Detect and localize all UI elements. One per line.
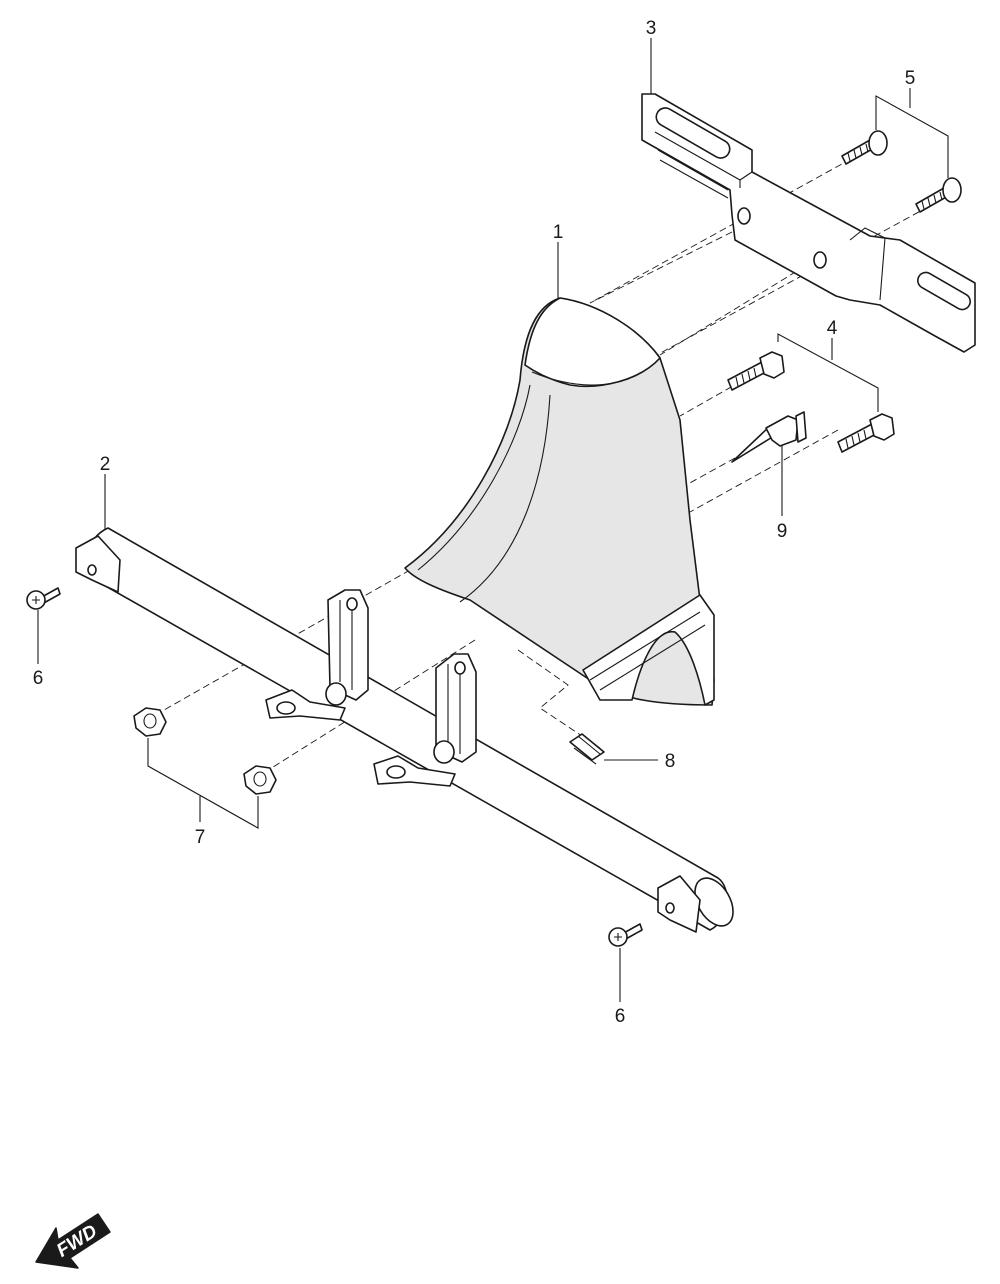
tube-bracket-left bbox=[265, 589, 369, 721]
callout-3: 3 bbox=[646, 18, 657, 39]
callout-9: 9 bbox=[777, 521, 788, 542]
tube-bracket-right bbox=[373, 653, 477, 787]
cover-part-1 bbox=[404, 297, 715, 706]
screw-part-6-top bbox=[26, 587, 61, 610]
nut-part-7-a bbox=[133, 707, 167, 737]
callout-labels: 3 5 1 4 2 9 6 8 7 6 bbox=[33, 18, 916, 1027]
callout-1: 1 bbox=[553, 222, 564, 243]
callout-5: 5 bbox=[905, 68, 916, 89]
bolt-part-4-a bbox=[727, 351, 785, 391]
callout-8: 8 bbox=[665, 751, 676, 772]
plug-part-9 bbox=[731, 411, 807, 463]
callout-6-top: 6 bbox=[33, 668, 44, 689]
callout-4: 4 bbox=[827, 318, 838, 339]
tube-part-2 bbox=[75, 527, 734, 933]
callout-7: 7 bbox=[195, 827, 206, 848]
leader-lines bbox=[37, 38, 949, 1002]
screw-part-5-b bbox=[915, 177, 962, 213]
forward-direction-arrow-icon: FWD bbox=[35, 1213, 111, 1269]
bracket-part-3 bbox=[641, 93, 976, 353]
callout-2: 2 bbox=[100, 454, 111, 475]
screw-part-5-a bbox=[841, 130, 888, 165]
clip-part-8 bbox=[569, 733, 605, 765]
bolt-part-4-b bbox=[837, 413, 895, 453]
screw-part-6-bottom bbox=[608, 923, 643, 947]
callout-6-bottom: 6 bbox=[615, 1006, 626, 1027]
nut-part-7-b bbox=[243, 765, 277, 795]
